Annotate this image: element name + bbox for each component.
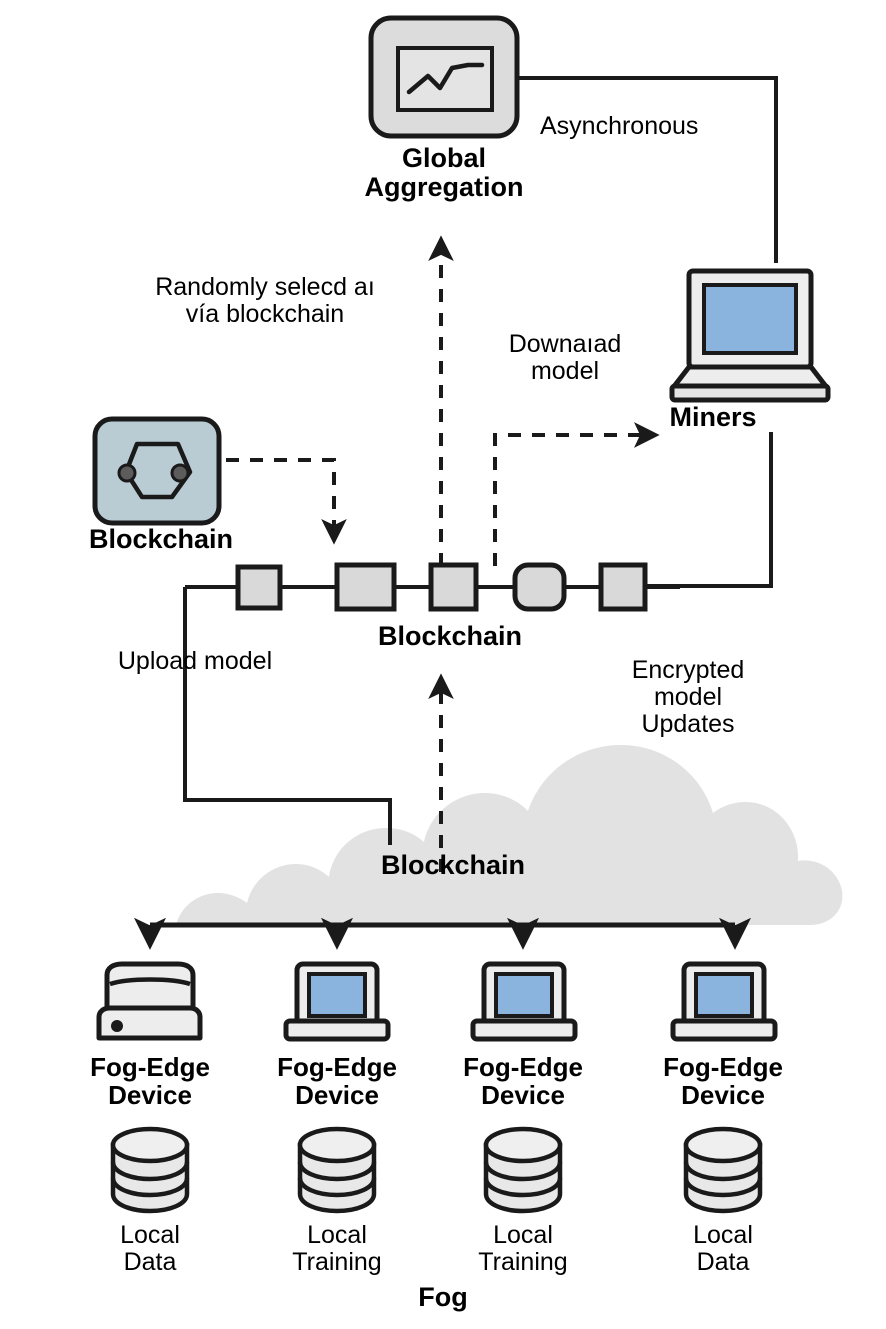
- encrypted-updates-label: Encrypted model Updates: [631, 656, 745, 738]
- miners-laptop-icon: [669, 268, 831, 403]
- miners-label: Miners: [669, 402, 757, 432]
- asynchronous-label: Asynchronous: [540, 112, 699, 140]
- edge-miners-to-chain: [643, 432, 773, 588]
- edge-upload-model: [183, 587, 392, 845]
- database-icon-3: [483, 1126, 563, 1214]
- blockchain-icon-label: Blockchain: [88, 524, 234, 554]
- database-icon-2: [297, 1126, 377, 1214]
- chain-block-1: [235, 564, 283, 611]
- chain-block-4: [512, 562, 567, 612]
- upload-model-label: Upload model: [117, 647, 273, 675]
- device-icon-4: [670, 961, 778, 1042]
- store-label-1: Local Data: [120, 1221, 180, 1276]
- store-label-4: Local Data: [693, 1221, 753, 1276]
- device-label-3: Fog-Edge Device: [463, 1052, 583, 1111]
- store-label-2: Local Training: [292, 1221, 382, 1276]
- blockchain-node-icon: [92, 416, 222, 526]
- edge-download-model: [493, 422, 660, 566]
- database-icon-1: [110, 1126, 190, 1214]
- device-label-2: Fog-Edge Device: [277, 1052, 397, 1111]
- device-label-1: Fog-Edge Device: [90, 1052, 210, 1111]
- chain-block-5: [598, 562, 648, 612]
- blockchain-chain: [185, 562, 680, 612]
- fog-cloud: [76, 745, 843, 925]
- store-label-3: Local Training: [478, 1221, 568, 1276]
- edge-asynchronous: [519, 76, 778, 263]
- device-icon-1: [96, 961, 203, 1041]
- fog-distribution-bus: [133, 917, 752, 950]
- device-icon-2: [283, 961, 391, 1042]
- device-label-4: Fog-Edge Device: [663, 1052, 783, 1111]
- download-model-label: Downaıad model: [508, 330, 622, 385]
- device-icon-3: [470, 961, 578, 1042]
- global-aggregation-icon: [368, 15, 520, 139]
- global-aggregation-label: Global Aggregation: [364, 143, 524, 203]
- blockchain-chain-label: Blockchain: [377, 621, 523, 651]
- randomly-selected-label: Randomly selecd aı vía blockchain: [155, 273, 375, 328]
- fog-label: Fog: [418, 1282, 468, 1312]
- edge-randomly-selected: [226, 458, 347, 545]
- database-icon-4: [683, 1126, 763, 1214]
- chain-block-2: [334, 562, 397, 612]
- chain-block-3: [428, 562, 479, 612]
- blockchain-cloud-label: Blockchain: [380, 850, 526, 880]
